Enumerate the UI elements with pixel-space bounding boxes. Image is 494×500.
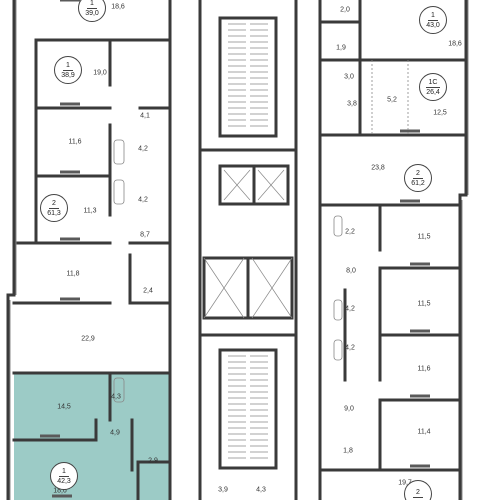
room-area-label: 3,8 <box>347 100 357 108</box>
room-area-label: 1,8 <box>343 447 353 455</box>
apartment-type: 1 <box>428 12 438 21</box>
apartment-area: 61,2 <box>411 179 425 187</box>
room-area-label: 4,2 <box>345 344 355 352</box>
apartment-type: 2 <box>413 170 423 179</box>
shaft-cross <box>251 257 293 319</box>
bathtub <box>113 139 125 165</box>
apartment-area: 61,3 <box>47 209 61 217</box>
room-area-label: 8,0 <box>346 267 356 275</box>
room-area-label: 19,0 <box>93 69 107 77</box>
room-area-label: 22,9 <box>81 335 95 343</box>
bathtub <box>333 215 343 237</box>
bathtub <box>113 179 125 205</box>
bathtub <box>333 299 343 321</box>
room-area-label: 4,2 <box>138 196 148 204</box>
apartment-area: 42,3 <box>57 477 71 485</box>
room-area-label: 1,9 <box>336 44 346 52</box>
room-area-label: 4,3 <box>256 486 266 494</box>
apartment-type: 2 <box>413 489 423 498</box>
room-area-label: 11,6 <box>68 138 82 146</box>
apartment-type: 2 <box>49 200 59 209</box>
apartment-area: 26,4 <box>426 88 440 96</box>
room-area-label: 2,2 <box>345 228 355 236</box>
apartment-area: 38,9 <box>61 71 75 79</box>
left-block-walls <box>6 0 172 500</box>
room-area-label: 11,5 <box>417 233 431 241</box>
room-area-label: 4,9 <box>110 429 120 437</box>
room-area-label: 19,7 <box>398 479 412 487</box>
shaft-cross <box>203 257 245 319</box>
room-area-label: 3,0 <box>344 73 354 81</box>
room-area-label: 11,6 <box>417 365 431 373</box>
room-area-label: 8,7 <box>140 231 150 239</box>
room-area-label: 23,8 <box>371 164 385 172</box>
room-area-label: 11,3 <box>83 207 97 215</box>
apartment-area: 39,0 <box>85 9 99 17</box>
highlighted-apartment[interactable] <box>14 373 170 500</box>
apartment-type: 1 <box>87 0 97 9</box>
room-area-label: 9,0 <box>344 405 354 413</box>
right-block-walls <box>318 0 468 500</box>
apartment-type: 1 <box>63 62 73 71</box>
room-area-label: 14,5 <box>57 403 71 411</box>
room-area-label: 2,0 <box>340 6 350 14</box>
room-area-label: 4,2 <box>345 305 355 313</box>
bathtub <box>333 339 343 361</box>
apartment-type: 1 <box>59 468 69 477</box>
room-area-label: 4,3 <box>111 393 121 401</box>
apartment-area: 43,0 <box>426 21 440 29</box>
bathtub <box>113 377 125 403</box>
room-area-label: 11,8 <box>66 270 80 278</box>
apartment-type: 1С <box>425 79 441 88</box>
shaft-cross <box>223 169 251 201</box>
room-area-label: 5,2 <box>387 96 397 104</box>
room-area-label: 2,9 <box>148 457 158 465</box>
room-area-label: 12,5 <box>433 109 447 117</box>
room-area-label: 11,4 <box>417 428 431 436</box>
core-walls <box>198 0 298 500</box>
room-area-label: 11,5 <box>417 300 431 308</box>
room-area-label: 2,4 <box>143 287 153 295</box>
apartment-badge[interactable]: 2 <box>404 480 432 500</box>
room-area-label: 4,2 <box>138 145 148 153</box>
room-area-label: 18,6 <box>53 487 67 495</box>
room-area-label: 4,1 <box>140 112 150 120</box>
room-area-label: 18,6 <box>448 40 462 48</box>
shaft-cross <box>257 169 285 201</box>
room-area-label: 18,6 <box>111 3 125 11</box>
room-area-label: 3,9 <box>218 486 228 494</box>
